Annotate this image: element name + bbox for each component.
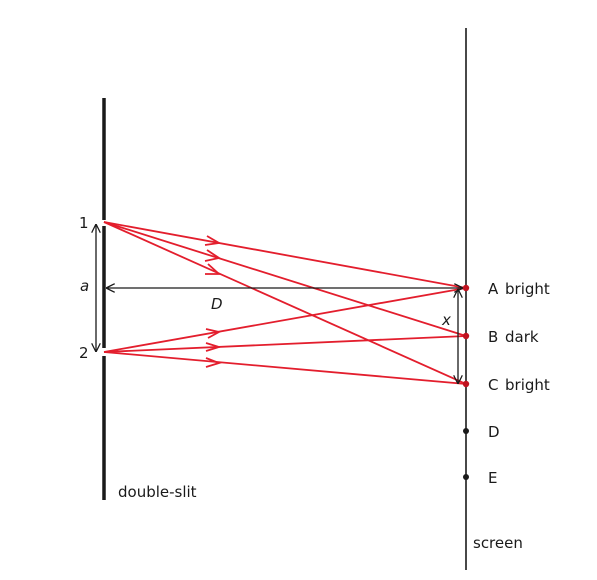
point-C-dot [462, 380, 470, 388]
point-C-desc: bright [505, 376, 550, 394]
point-B-letter: B [488, 328, 498, 346]
point-A-letter: A [488, 280, 499, 298]
screen-points [462, 284, 470, 480]
point-A-desc: bright [505, 280, 550, 298]
ray-1-to-C [103, 221, 467, 385]
rays-slit-2 [103, 287, 467, 385]
slit-2-label: 2 [79, 344, 89, 362]
ray-2-to-C [103, 351, 467, 385]
slit-caption: double-slit [118, 483, 197, 501]
point-D-letter: D [488, 423, 500, 441]
rays-slit-1 [103, 221, 467, 385]
ray-2-to-A-arrowhead [205, 328, 222, 339]
point-A-dot [462, 284, 470, 292]
point-C-letter: C [488, 376, 498, 394]
point-B-desc: dark [505, 328, 539, 346]
point-E-letter: E [488, 469, 497, 487]
offset-label: x [441, 311, 451, 329]
ray-2-to-B-arrowhead [205, 342, 223, 352]
ray-2-to-A [103, 287, 467, 353]
ray-1-to-A-arrowhead [204, 235, 222, 246]
ray-1-to-C-arrowhead [205, 263, 222, 275]
ray-2-to-B [103, 335, 467, 353]
ray-2-to-C-arrowhead [205, 357, 222, 368]
slit-1-label: 1 [79, 214, 89, 232]
point-D-dot [463, 428, 469, 434]
screen-caption: screen [473, 534, 523, 552]
ray-1-to-B [103, 221, 467, 337]
point-B-dot [462, 332, 470, 340]
distance-label: D [211, 295, 223, 313]
point-E-dot [463, 474, 469, 480]
ray-1-to-A [103, 221, 467, 289]
ray-1-to-B-arrowhead [204, 249, 222, 262]
separation-label: a [80, 277, 89, 295]
